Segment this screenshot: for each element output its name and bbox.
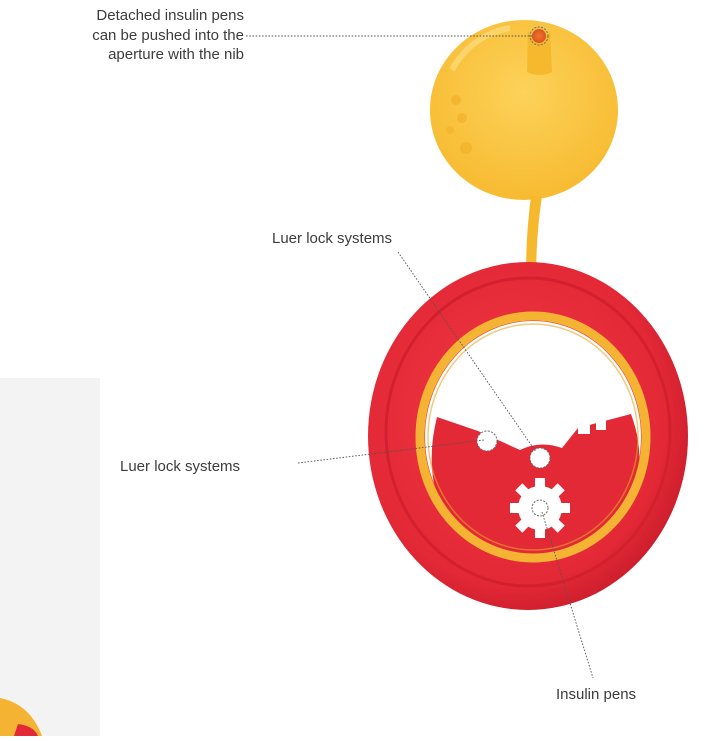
nib-post [527, 23, 552, 75]
label-detached-line-1: Detached insulin pens [92, 6, 244, 26]
backdrop-panel [0, 378, 100, 736]
label-detached-line-2: can be pushed into the [92, 26, 244, 46]
label-luer-lock-left: Luer lock systems [120, 457, 240, 477]
label-detached-insulin-pens: Detached insulin pens can be pushed into… [92, 6, 244, 65]
insulin-gear-hole [510, 478, 570, 538]
lid-disc [430, 20, 618, 200]
label-luer-lock-top: Luer lock systems [272, 229, 392, 249]
nib-aperture [532, 29, 546, 43]
container-body [368, 262, 688, 610]
label-detached-line-3: aperture with the nib [92, 45, 244, 65]
label-insulin-pens: Insulin pens [556, 685, 636, 705]
